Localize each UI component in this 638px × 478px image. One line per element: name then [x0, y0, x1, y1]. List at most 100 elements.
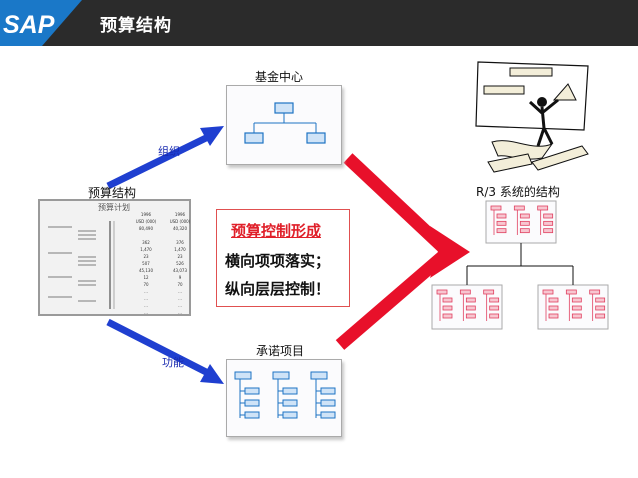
func-arrow-head: [200, 364, 224, 384]
commit-node: [244, 399, 260, 407]
budget-value: ...: [144, 303, 148, 308]
commit-node: [244, 387, 260, 395]
fund-center-tree: [244, 102, 326, 144]
r3-node: [459, 289, 471, 295]
commit-node: [320, 387, 336, 395]
budget-value: 45,130: [139, 268, 153, 273]
budget-value: 70: [177, 282, 183, 287]
budget-value: USD (000): [135, 219, 157, 224]
red-arrow-head: [430, 226, 470, 278]
org-arrow-shaft: [106, 133, 210, 190]
org-arrow-head: [200, 126, 224, 146]
budget-value: 1996: [174, 212, 186, 217]
budget-plan-lines: [48, 221, 115, 309]
budget-value: 1,470: [174, 247, 186, 252]
budget-plan-title: 预算计划: [98, 203, 130, 212]
organization-label: 组织: [158, 145, 180, 158]
r3-node: [496, 213, 507, 219]
commit-node: [320, 399, 336, 407]
commit-node: [234, 371, 252, 380]
func-arrow-shaft: [106, 318, 210, 377]
fund-center-box: [226, 85, 342, 165]
red-arrow-lower: [335, 247, 453, 350]
budget-value: 40,320: [173, 226, 187, 231]
r3-node: [496, 220, 507, 226]
r3-node: [436, 289, 448, 295]
budget-value: 1996: [140, 212, 152, 217]
r3-node: [489, 297, 500, 303]
budget-value: 43,073: [173, 268, 187, 273]
r3-node: [595, 313, 606, 319]
red-arrow-upper: [343, 153, 453, 257]
control-line-vertical: 纵向层层控制！: [225, 280, 331, 298]
budget-value: 23: [143, 254, 149, 259]
r3-node: [589, 289, 601, 295]
budget-value: 12: [143, 275, 149, 280]
r3-node: [442, 305, 453, 311]
commitment-item-tree: [234, 371, 336, 419]
r3-node: [571, 313, 582, 319]
r3-node: [548, 313, 559, 319]
budget-value: ...: [144, 310, 148, 315]
commit-node: [272, 371, 290, 380]
r3-node: [490, 205, 502, 211]
budget-value: USD (000): [169, 219, 191, 224]
r3-node: [442, 297, 453, 303]
r3-node: [548, 297, 559, 303]
r3-node: [489, 313, 500, 319]
r3-node: [548, 305, 559, 311]
r3-node: [595, 305, 606, 311]
r3-node: [519, 213, 530, 219]
budget-value: 507: [142, 261, 150, 266]
budget-value: 1,470: [140, 247, 152, 252]
commitment-item-box: [226, 359, 342, 437]
r3-node: [519, 228, 530, 234]
r3-node: [543, 228, 554, 234]
page-title: 预算结构: [100, 16, 172, 36]
header-bar: SAP 预算结构: [0, 0, 638, 46]
commit-node: [282, 411, 298, 419]
commit-node: [282, 387, 298, 395]
r3-node: [571, 297, 582, 303]
budget-value: ...: [178, 303, 182, 308]
commit-node: [244, 411, 260, 419]
control-line-horizontal: 横向项项落实；: [225, 252, 331, 270]
budget-value: 70: [143, 282, 149, 287]
commit-node: [282, 399, 298, 407]
r3-node: [542, 289, 554, 295]
r3-node: [513, 205, 525, 211]
budget-value: ...: [178, 289, 182, 294]
fund-center-label: 基金中心: [255, 70, 304, 84]
commitment-item-label: 承诺项目: [256, 344, 305, 358]
budget-value: 23: [177, 254, 183, 259]
commit-node: [320, 411, 336, 419]
r3-node: [489, 305, 500, 311]
r3-node: [465, 313, 476, 319]
budget-value: 9: [178, 275, 182, 280]
budget-value: 376: [176, 240, 184, 245]
r3-node: [496, 228, 507, 234]
r3-node: [483, 289, 495, 295]
r3-node: [465, 297, 476, 303]
commit-node: [310, 371, 328, 380]
r3-node: [595, 297, 606, 303]
r3-node: [465, 305, 476, 311]
budget-structure-label: 预算结构: [88, 186, 137, 200]
r3-node: [519, 220, 530, 226]
sap-logo: SAP: [0, 0, 82, 46]
budget-value: 80,490: [139, 226, 153, 231]
sap-logo-text: SAP: [3, 11, 55, 39]
r3-node: [537, 205, 549, 211]
r3-node: [442, 313, 453, 319]
r3-node: [543, 213, 554, 219]
budget-value: ...: [144, 296, 148, 301]
function-label: 功能: [162, 356, 184, 369]
budget-value: ...: [178, 310, 182, 315]
r3-node: [565, 289, 577, 295]
budget-value: ...: [144, 289, 148, 294]
